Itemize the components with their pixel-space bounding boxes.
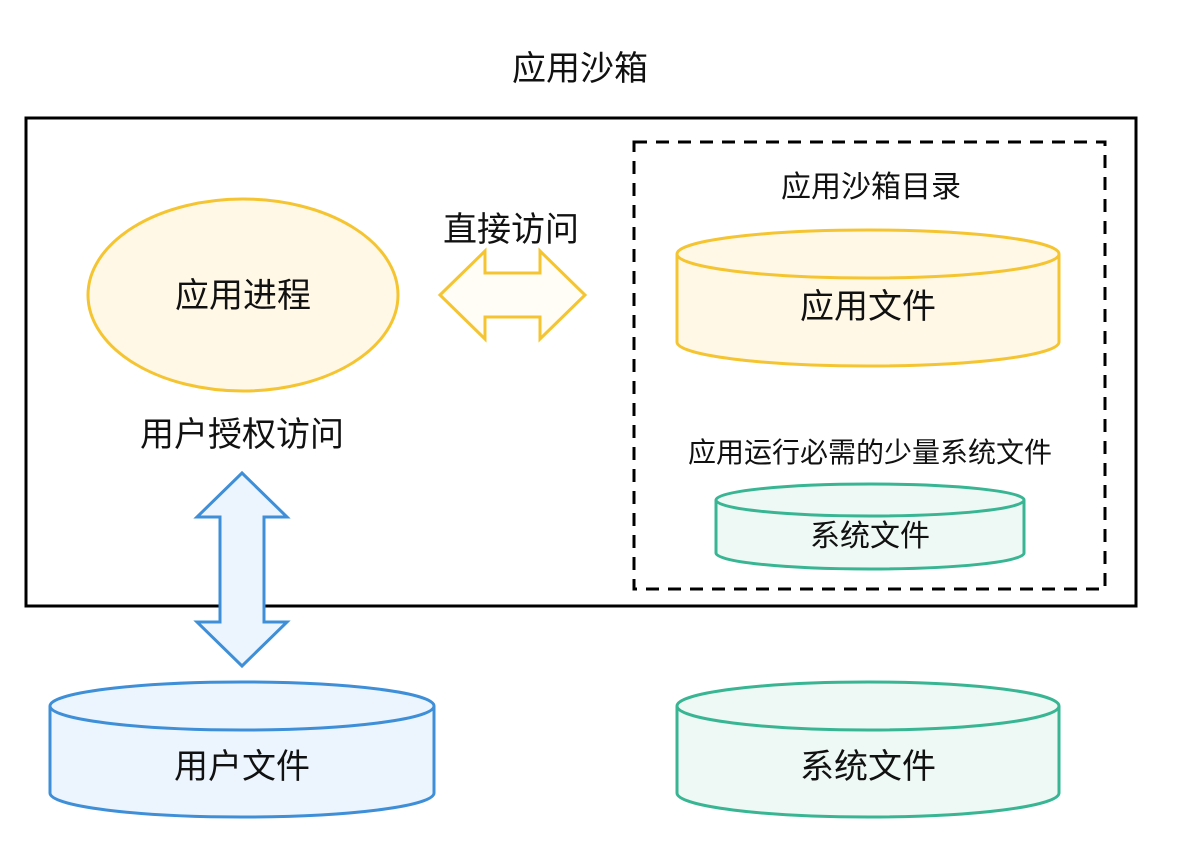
app-process-label: 应用进程 [175, 276, 311, 316]
external-system-files-cylinder: 系统文件 [675, 680, 1061, 819]
sandbox-box [24, 116, 1138, 608]
user-files-label: 用户文件 [174, 747, 310, 787]
sandbox-directory-box [632, 140, 1107, 591]
sandbox-directory-title: 应用沙箱目录 [781, 170, 961, 205]
external-system-files-label: 系统文件 [800, 747, 936, 787]
sandbox-system-files-cylinder: 系统文件 [714, 482, 1026, 571]
sandbox-system-files-label: 系统文件 [810, 519, 930, 554]
app-process-ellipse [86, 197, 400, 393]
user-authorized-access-arrow [193, 470, 291, 669]
app-files-cylinder: 应用文件 [675, 228, 1061, 368]
diagram-title: 应用沙箱 [512, 49, 648, 89]
direct-access-arrow [437, 247, 588, 343]
user-authorized-access-label: 用户授权访问 [140, 415, 344, 455]
system-files-note: 应用运行必需的少量系统文件 [688, 436, 1052, 469]
app-files-label: 应用文件 [800, 287, 936, 327]
direct-access-label: 直接访问 [443, 210, 579, 250]
user-files-cylinder: 用户文件 [48, 680, 436, 819]
